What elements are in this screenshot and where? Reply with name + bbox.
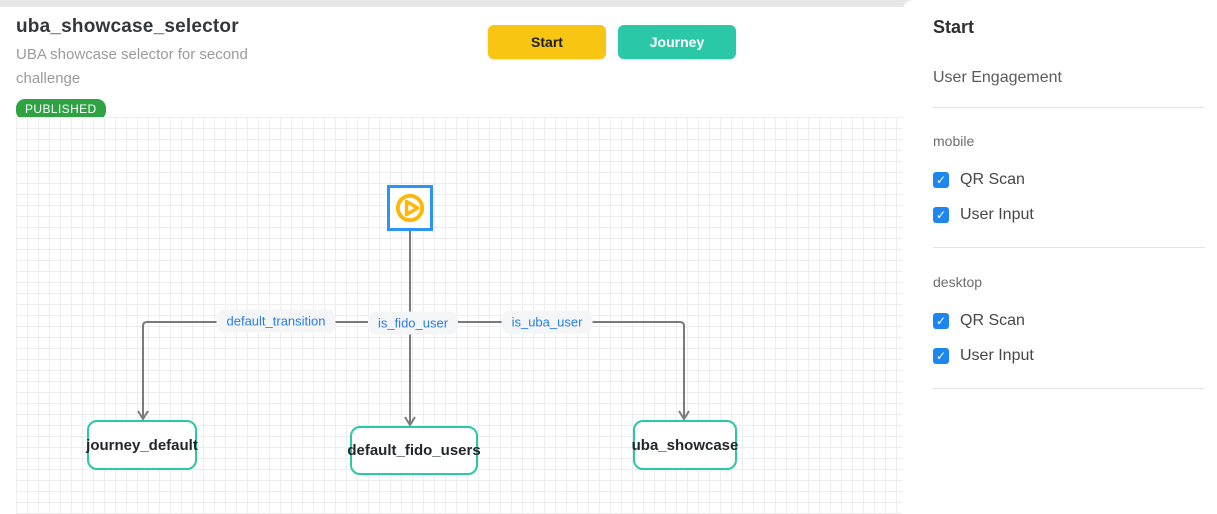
- checkbox-label: User Input: [960, 206, 1034, 223]
- checkbox-label: QR Scan: [960, 171, 1025, 188]
- checkbox-label: User Input: [960, 347, 1034, 364]
- checkbox-checked-icon[interactable]: ✓: [933, 172, 949, 188]
- group-label-mobile: mobile: [933, 133, 975, 149]
- panel-title: Start: [933, 17, 975, 37]
- node-config-panel: Start User Engagement mobile ✓ QR Scan ✓…: [902, 0, 1217, 514]
- start-button[interactable]: Start: [488, 25, 606, 59]
- checkbox-row-desktop-user-input[interactable]: ✓ User Input: [933, 347, 1205, 365]
- panel-subtitle: User Engagement: [933, 69, 1062, 86]
- checkbox-checked-icon[interactable]: ✓: [933, 348, 949, 364]
- top-strip: [0, 0, 914, 7]
- divider: [933, 107, 1205, 108]
- edge-label-is-uba-user[interactable]: is_uba_user: [501, 310, 593, 334]
- checkbox-row-desktop-qr-scan[interactable]: ✓ QR Scan: [933, 312, 1205, 330]
- play-icon: [395, 193, 425, 223]
- divider: [933, 388, 1205, 389]
- group-label-desktop: desktop: [933, 274, 983, 290]
- checkbox-checked-icon[interactable]: ✓: [933, 313, 949, 329]
- node-default-fido-users[interactable]: default_fido_users: [347, 426, 481, 475]
- checkbox-row-mobile-user-input[interactable]: ✓ User Input: [933, 206, 1205, 224]
- journey-button[interactable]: Journey: [618, 25, 736, 59]
- flow-edges: [137, 231, 690, 427]
- edge-label-is-fido-user[interactable]: is_fido_user: [367, 311, 459, 335]
- edge-label-default-transition[interactable]: default_transition: [216, 309, 336, 333]
- checkbox-checked-icon[interactable]: ✓: [933, 207, 949, 223]
- flow-header: uba_showcase_selector UBA showcase selec…: [16, 16, 266, 120]
- flow-canvas[interactable]: default_transition is_fido_user is_uba_u…: [16, 117, 903, 514]
- status-badge: PUBLISHED: [16, 99, 106, 120]
- start-node[interactable]: [387, 185, 433, 231]
- checkbox-row-mobile-qr-scan[interactable]: ✓ QR Scan: [933, 171, 1205, 189]
- page-subtitle: UBA showcase selector for second challen…: [16, 46, 248, 87]
- checkbox-label: QR Scan: [960, 312, 1025, 329]
- node-journey-default[interactable]: journey_default: [86, 420, 198, 470]
- page-title: uba_showcase_selector: [16, 16, 239, 37]
- divider: [933, 247, 1205, 248]
- node-uba-showcase[interactable]: uba_showcase: [632, 420, 738, 470]
